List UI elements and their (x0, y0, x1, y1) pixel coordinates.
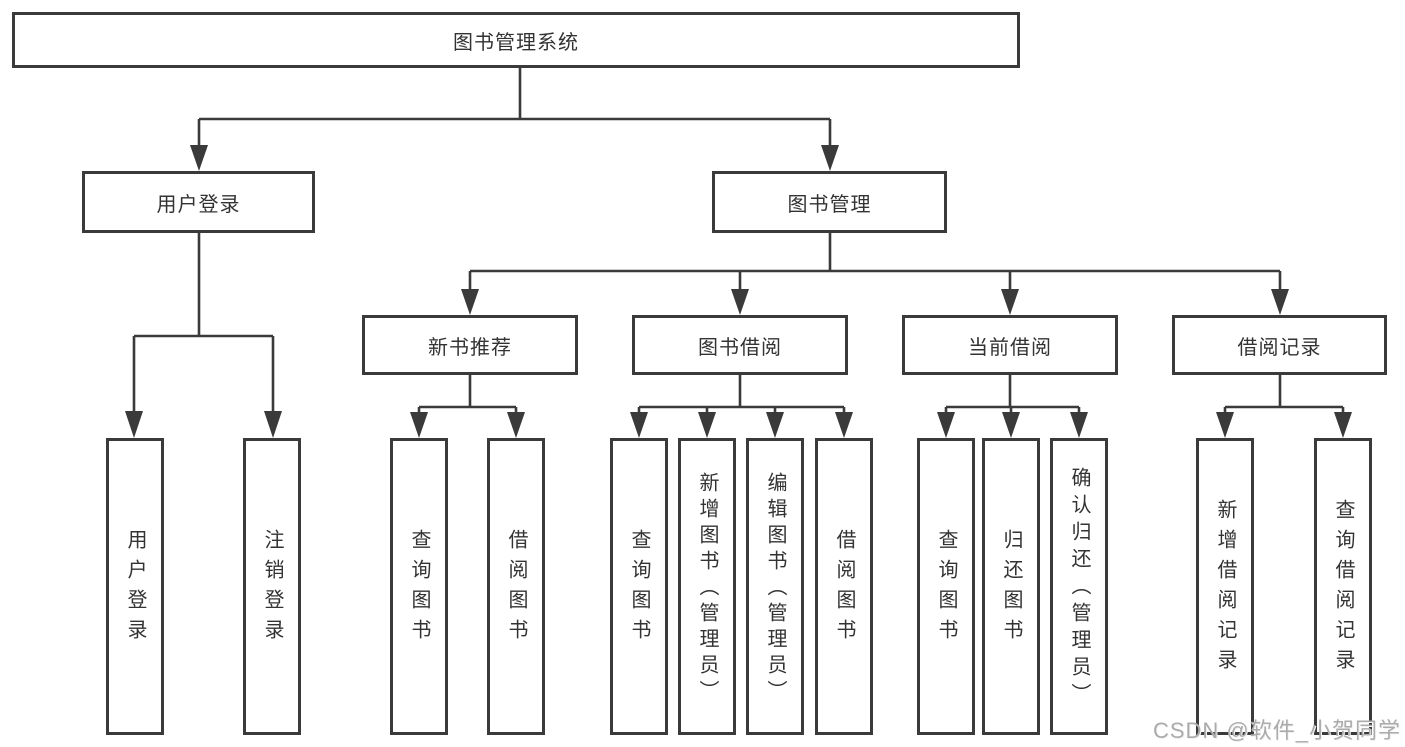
arrowheads (125, 145, 1352, 438)
csdn-watermark: CSDN @软件_小贺同学 (1152, 718, 1401, 743)
node-leaf-current-return-books: 归还图书 (982, 438, 1040, 735)
node-module-current-borrowing: 当前借阅 (902, 315, 1118, 375)
node-branch-user-login: 用户登录 (82, 171, 315, 233)
node-leaf-borrow-query-books: 查询图书 (610, 438, 668, 735)
node-leaf-records-query-record: 查询借阅记录 (1314, 438, 1372, 735)
node-leaf-user-login: 用户登录 (106, 438, 164, 735)
node-leaf-newbook-query-books: 查询图书 (390, 438, 448, 735)
node-leaf-borrow-edit-books-admin: 编辑图书（管理员） (746, 438, 804, 735)
node-leaf-current-query-books: 查询图书 (917, 438, 975, 735)
node-module-new-book-recommend: 新书推荐 (362, 315, 578, 375)
node-leaf-records-add-record: 新增借阅记录 (1196, 438, 1254, 735)
node-module-borrowing-records: 借阅记录 (1172, 315, 1387, 375)
node-leaf-newbook-borrow-books: 借阅图书 (487, 438, 545, 735)
node-leaf-borrow-add-books-admin: 新增图书（管理员） (678, 438, 736, 735)
node-branch-book-management: 图书管理 (712, 171, 947, 233)
node-root-system: 图书管理系统 (12, 12, 1020, 68)
node-leaf-logout: 注销登录 (243, 438, 301, 735)
node-leaf-borrow-borrow-books: 借阅图书 (815, 438, 873, 735)
node-leaf-current-confirm-return-admin: 确认归还（管理员） (1050, 438, 1108, 735)
node-module-book-borrowing: 图书借阅 (632, 315, 848, 375)
